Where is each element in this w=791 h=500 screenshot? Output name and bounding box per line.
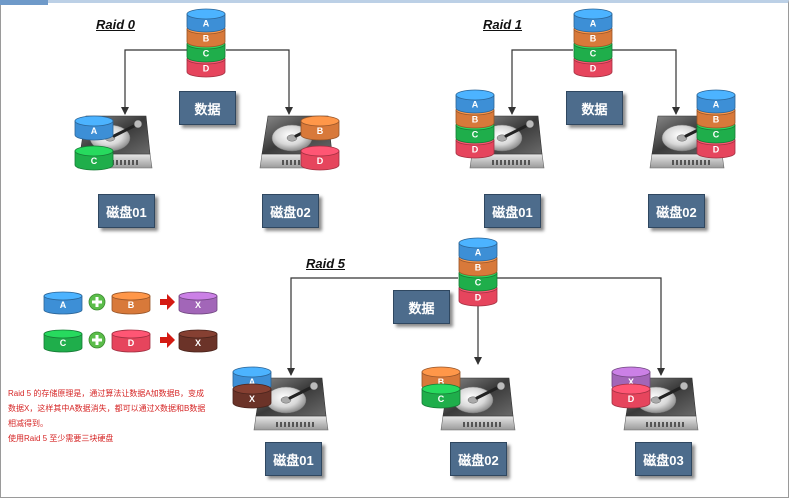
- raid0-disk02-block-d: D: [300, 145, 340, 171]
- formula2-plus-icon: [88, 331, 106, 349]
- raid5-disk03-label: 磁盘03: [635, 442, 692, 476]
- block-label: C: [590, 49, 597, 59]
- block-label: D: [713, 145, 720, 155]
- raid1-title: Raid 1: [483, 17, 523, 32]
- block-label: A: [249, 377, 256, 387]
- raid5-disk02-label: 磁盘02: [450, 442, 507, 476]
- formula2-block-d: D: [111, 329, 151, 353]
- formula1-block-a: A: [43, 291, 83, 315]
- block-label: D: [472, 145, 479, 155]
- note-line-2: 数据X，这样其中A数据消失，都可以通过X数据和B数据: [8, 404, 206, 413]
- raid5-title: Raid 5: [306, 256, 346, 271]
- note-line-3: 相减得到。: [8, 419, 48, 428]
- formula2-arrow-right-icon: [160, 332, 175, 348]
- raid1-connectors: [508, 49, 680, 115]
- data-label-raid0: 数据: [179, 91, 236, 125]
- data-label-raid5: 数据: [393, 290, 450, 324]
- block-label: A: [590, 19, 597, 29]
- block-label: C: [713, 130, 720, 140]
- raid0-disk02-label: 磁盘02: [262, 194, 319, 228]
- block-label: B: [317, 126, 324, 136]
- block-label: C: [60, 338, 67, 348]
- block-a: A: [455, 89, 495, 114]
- block-label: A: [475, 248, 482, 258]
- block-a: A: [696, 89, 736, 114]
- hard-disks: [77, 115, 725, 431]
- block-label: D: [628, 394, 635, 404]
- block-a: A: [186, 8, 226, 33]
- block-a: A: [458, 237, 498, 262]
- block-label: C: [91, 156, 98, 166]
- raid0-disk01-block-c: C: [74, 145, 114, 171]
- parity-formulas: A B X C D X: [43, 291, 218, 353]
- block-label: D: [475, 293, 482, 303]
- block-label: D: [128, 338, 135, 348]
- raid0-disk02-block-b: B: [300, 115, 340, 141]
- block-label: C: [203, 49, 210, 59]
- raid0-disk01-label: 磁盘01: [98, 194, 155, 228]
- formula2-block-x: X: [178, 329, 218, 353]
- block-label: C: [472, 130, 479, 140]
- block-label: D: [317, 156, 324, 166]
- block-label: B: [472, 115, 479, 125]
- block-label: B: [203, 34, 210, 44]
- formula1-plus-icon: [88, 293, 106, 311]
- raid0-disk01-block-a: A: [74, 115, 114, 141]
- block-label: C: [438, 394, 445, 404]
- block-label: X: [628, 377, 634, 387]
- block-label: X: [195, 300, 201, 310]
- raid5-disk01-label: 磁盘01: [265, 442, 322, 476]
- block-label: B: [475, 263, 482, 273]
- raid1-disk02-label: 磁盘02: [648, 194, 705, 228]
- raid1-disk01-label: 磁盘01: [484, 194, 541, 228]
- block-label: B: [128, 300, 135, 310]
- block-label: A: [472, 100, 479, 110]
- block-label: C: [475, 278, 482, 288]
- block-label: B: [590, 34, 597, 44]
- raid5-disk01-block-x: X: [232, 383, 272, 409]
- raid5-disk02-block-c: C: [421, 383, 461, 409]
- raid5-connectors: [287, 277, 665, 376]
- block-label: D: [203, 64, 210, 74]
- block-label: B: [713, 115, 720, 125]
- block-a: A: [573, 8, 613, 33]
- block-label: B: [438, 377, 445, 387]
- raid0-title: Raid 0: [96, 17, 136, 32]
- block-label: X: [249, 394, 255, 404]
- block-label: D: [590, 64, 597, 74]
- raid0-connectors: [121, 49, 293, 115]
- block-label: A: [203, 19, 210, 29]
- raid5-disk01-hard-disk-icon: [253, 377, 329, 431]
- raid5-disk03-block-d: D: [611, 383, 651, 409]
- formula1-block-x: X: [178, 291, 218, 315]
- data-label-raid1: 数据: [566, 91, 623, 125]
- formula1-arrow-right-icon: [160, 294, 175, 310]
- formula1-block-b: B: [111, 291, 151, 315]
- block-label: A: [91, 126, 98, 136]
- raid5-disk02-hard-disk-icon: [440, 377, 516, 431]
- frame-tab: [0, 0, 48, 5]
- formula2-block-c: C: [43, 329, 83, 353]
- block-label: X: [195, 338, 201, 348]
- block-label: A: [713, 100, 720, 110]
- block-label: A: [60, 300, 67, 310]
- note-line-1: Raid 5 的存储原理是，通过算法让数据A加数据B，变成: [8, 389, 205, 398]
- note-line-4: 使用Raid 5 至少需要三块硬盘: [8, 434, 114, 443]
